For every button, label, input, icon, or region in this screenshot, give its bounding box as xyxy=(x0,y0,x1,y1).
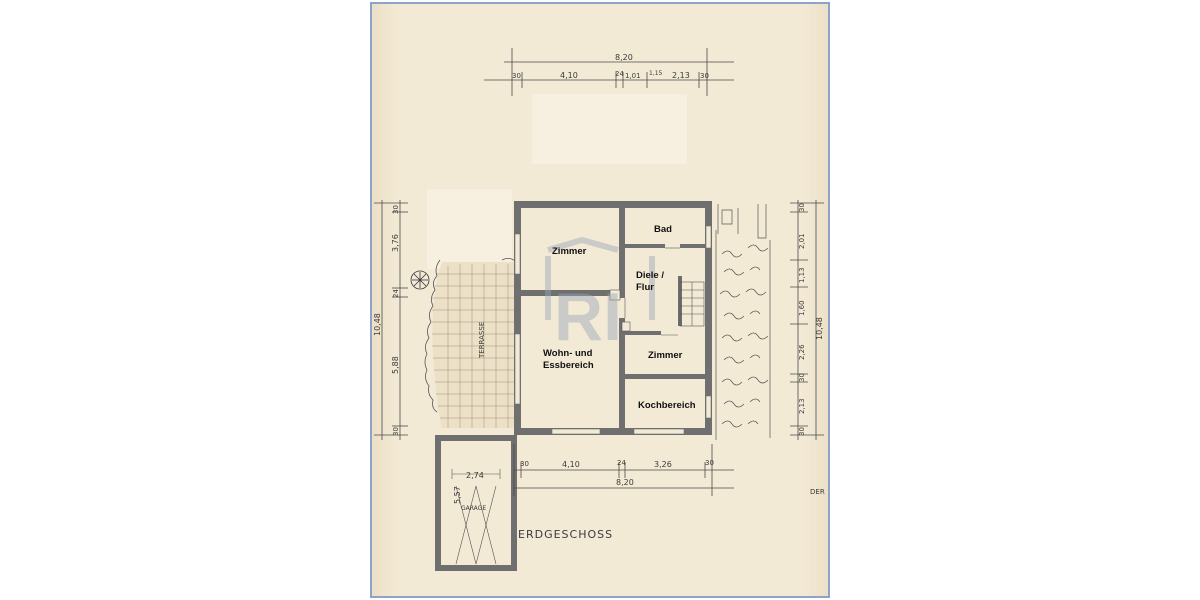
floor-plan-sheet: 8,20 30 4,10 24 1,01 1,15 2,13 30 10,48 … xyxy=(370,2,830,598)
corner-text: DER xyxy=(810,488,825,496)
floor-plan-drawing: 8,20 30 4,10 24 1,01 1,15 2,13 30 10,48 … xyxy=(373,48,825,571)
dim-right-seg6: 2,13 xyxy=(798,398,806,414)
dim-left-seg1: 3,76 xyxy=(391,234,400,252)
dim-garage-length: 5,57 xyxy=(453,486,462,504)
room-bad: Bad xyxy=(654,224,672,235)
dim-garage-width: 2,74 xyxy=(466,471,484,480)
garage-label: GARAGE xyxy=(461,505,486,512)
dim-top-total: 8,20 xyxy=(615,53,633,62)
dim-top-left-wall: 30 xyxy=(512,72,521,80)
windows xyxy=(514,225,712,435)
dim-bottom-seg1: 4,10 xyxy=(562,460,580,469)
dim-top-seg5: 2,13 xyxy=(672,71,690,80)
room-zimmer-right: Zimmer xyxy=(648,350,683,361)
floor-title: ERDGESCHOSS xyxy=(518,528,613,541)
dim-left-seg2: 24 xyxy=(392,289,400,298)
dim-right-bottom-wall: 30 xyxy=(798,427,806,436)
doors xyxy=(624,247,680,336)
dim-left-total: 10,48 xyxy=(373,313,382,336)
chimney xyxy=(621,321,631,332)
right-dimension xyxy=(790,200,824,440)
terrace xyxy=(410,258,517,428)
shrub-border xyxy=(715,204,771,440)
dim-bottom-seg2: 24 xyxy=(617,459,626,467)
dim-right-seg3: 1,60 xyxy=(798,300,806,316)
dim-right-seg2: 1,13 xyxy=(798,267,806,283)
paper-patch xyxy=(427,189,512,269)
watermark-letters: RI xyxy=(554,279,622,355)
dim-top-seg2: 24 xyxy=(615,70,624,78)
dim-bottom-total: 8,20 xyxy=(616,478,634,487)
room-diele-line1: Diele / xyxy=(636,270,664,281)
dim-left-top-wall: 30 xyxy=(392,205,400,214)
chimney xyxy=(609,289,621,301)
dim-top-seg1: 4,10 xyxy=(560,71,578,80)
bottom-dimension xyxy=(513,444,734,496)
dim-right-seg1: 2,01 xyxy=(798,233,806,249)
dim-bottom-left-wall: 30 xyxy=(520,460,529,468)
dim-left-bottom-wall: 30 xyxy=(392,427,400,436)
room-kochbereich: Kochbereich xyxy=(638,400,696,411)
room-wohn-line1: Wohn- und xyxy=(543,348,593,359)
dim-top-seg4: 1,15 xyxy=(649,70,663,77)
dim-left-seg3: 5,88 xyxy=(391,356,400,374)
top-dimension xyxy=(484,48,734,96)
garage xyxy=(435,435,517,571)
dim-right-seg5: 30 xyxy=(798,373,806,382)
terrace-label: TERRASSE xyxy=(478,322,486,359)
staircase xyxy=(679,281,705,327)
left-dimension xyxy=(374,200,408,440)
watermark-logo: RI xyxy=(545,236,655,355)
dim-right-total: 10,48 xyxy=(815,317,824,340)
paper-patch xyxy=(532,94,687,164)
dim-top-right-wall: 30 xyxy=(700,72,709,80)
room-diele-line2: Flur xyxy=(636,282,654,293)
dim-bottom-seg3: 3,26 xyxy=(654,460,672,469)
room-wohn-line2: Essbereich xyxy=(543,360,594,371)
dim-right-top-wall: 30 xyxy=(798,203,806,212)
dim-bottom-right-wall: 30 xyxy=(705,459,714,467)
room-zimmer-top: Zimmer xyxy=(552,246,587,257)
dim-top-seg3: 1,01 xyxy=(625,72,641,80)
dim-right-seg4: 2,26 xyxy=(798,344,806,360)
